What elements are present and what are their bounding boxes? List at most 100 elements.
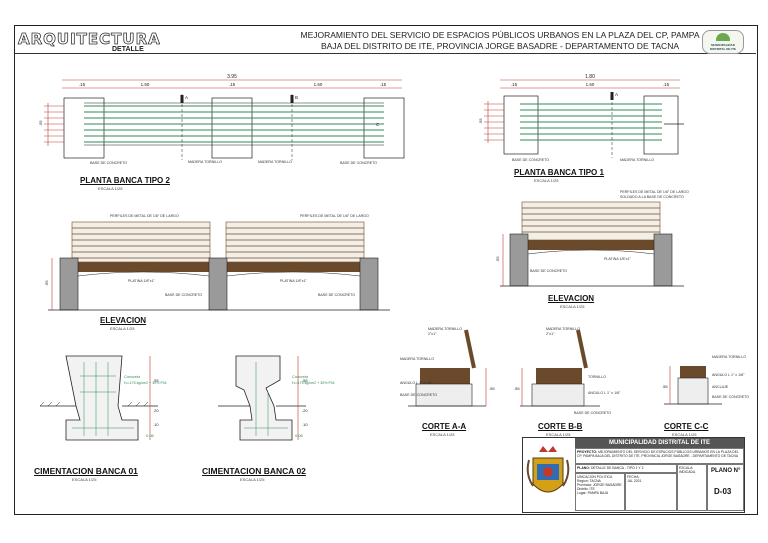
cim-01-concreto: Concreto [124, 374, 141, 379]
dim-seg-1-2: .15 [663, 82, 670, 87]
corte-cc-anclaje: ANCLAJE [712, 385, 729, 389]
section-subtitle: DETALLE [112, 46, 144, 53]
title-corte-bb: CORTE B-B [538, 422, 583, 431]
tb-escala: ESCALA: INDICADA [677, 464, 707, 511]
title-planta-tipo-1: PLANTA BANCA TIPO 1 [514, 168, 604, 177]
tb-escala-label: ESCALA: [679, 466, 694, 470]
tb-ubic-provincia: Provincia: JORGE BASADRE [577, 483, 622, 487]
cim-01-dim-b: .20 [153, 408, 159, 413]
section-a1-tick [610, 92, 614, 100]
project-headline: MEJORAMIENTO DEL SERVICIO DE ESPACIOS PÚ… [290, 30, 710, 52]
cim-01-dim-c: .10 [153, 422, 159, 427]
dim-seg-2-2: .15 [229, 82, 236, 87]
title-block: MUNICIPALIDAD DISTRITAL DE ITE PROYECTO:… [522, 437, 745, 513]
tb-plano-label: PLANO: [577, 466, 590, 470]
slats-planta-1 [520, 103, 662, 141]
scale-cimentacion-02: ESCALA 1/25 [240, 477, 265, 482]
tb-fecha-value: JUL 2021 [627, 479, 642, 483]
scale-cimentacion-01: ESCALA 1/25 [72, 477, 97, 482]
tb-proyecto-label: PROYECTO: [577, 450, 598, 454]
scale-planta-tipo-1: ESCALA 1/25 [534, 178, 559, 183]
corte-bb-base: BASE DE CONCRETO [574, 411, 611, 415]
leg-left-2 [59, 257, 79, 311]
brand-title: ARQUITECTURA [18, 30, 161, 49]
side-dims-1 [484, 101, 504, 143]
label-madera-2a: MADERA TORNILLO [188, 160, 222, 164]
tb-ubic-region: Region: TACNA [577, 479, 601, 483]
label-perfil-2b: PERFILES DE METAL DE 1/8" DE LARGO [300, 214, 369, 218]
marker-a-top: A [185, 95, 188, 100]
leg-left-1 [509, 233, 529, 287]
dim-height-elev-2: .55 [44, 280, 49, 286]
backrest-right [225, 221, 365, 263]
corte-cc-madera: MADERA TORNILLO [712, 355, 746, 359]
corte-bb-madera: MADERA TORNILLO [546, 327, 580, 331]
title-corte-cc: CORTE C-C [664, 422, 709, 431]
corte-cc: .55 MADERA TORNILLO ANGULO L 1" x 1/8" A… [662, 355, 749, 405]
corte-aa: .55 MADERA TORNILLO 2"x1" MADERA TORNILL… [400, 327, 495, 407]
corte-aa-madera2: MADERA TORNILLO [400, 357, 434, 361]
support-right [363, 97, 405, 159]
cim-01-hatch [39, 401, 149, 407]
corte-bb-back [576, 329, 588, 369]
scale-corte-cc: ESCALA 1/25 [672, 432, 697, 437]
dim-seg-2-1: 1.50 [141, 82, 150, 87]
arch-left-2 [77, 271, 210, 277]
corte-aa-back [464, 329, 476, 369]
tb-municipality: MUNICIPALIDAD DISTRITAL DE ITE [575, 438, 744, 448]
dim-height-planta-1: .55 [478, 118, 483, 124]
corte-cc-base [677, 377, 709, 405]
arch-1 [527, 249, 655, 255]
corte-bb-tornillo: TORNILLO [588, 375, 606, 379]
tb-fecha-label: FECHA: [627, 475, 640, 479]
planta-tipo-2: 3.95 .15 1.50 .15 1.50 .15 A B C [38, 74, 405, 165]
corte-cc-base: BASE DE CONCRETO [712, 395, 749, 399]
corte-aa-base: BASE DE CONCRETO [400, 393, 437, 397]
label-base-1: BASE DE CONCRETO [512, 158, 549, 162]
tb-plano: PLANO: DETALLE DE BANCA - TIPO 1 Y 2 [575, 464, 677, 473]
section-a-tick [180, 95, 184, 103]
cim-01-dim-a: .55 [153, 378, 159, 383]
corte-cc-h: .55 [662, 384, 668, 389]
corte-bb-h: .55 [514, 386, 520, 391]
dim-seg-2-3: 1.50 [314, 82, 323, 87]
corte-cc-angulo: ANGULO L 1" x 1/8" [712, 373, 745, 377]
dim-height-planta-2: .55 [38, 120, 43, 126]
label-madera-2b: MADERA TORNILLO [258, 160, 292, 164]
leg-right-1 [653, 233, 673, 287]
seat-board-1 [516, 240, 666, 250]
dim-seg-1-1: 1.50 [586, 82, 595, 87]
section-b-tick [290, 95, 294, 103]
elevacion-tipo-1: .55 PERFILES DE METAL DE 1/8" DE LARGO S… [495, 190, 689, 287]
scale-corte-aa: ESCALA 1/25 [430, 432, 455, 437]
coat-of-arms-icon [526, 446, 570, 493]
corte-aa-madera-size: 2"x1" [428, 332, 437, 336]
title-corte-aa: CORTE A-A [422, 422, 467, 431]
corte-bb: .55 MADERA TORNILLO 2"x1" TORNILLO ANGUL… [514, 327, 621, 415]
label-platina-2a: PLATINA 1/8"x1" [128, 279, 156, 283]
scale-planta-tipo-2: ESCALA 1/25 [98, 186, 123, 191]
dim-seg-2-4: .15 [380, 82, 387, 87]
dim-seg-1-0: .15 [511, 82, 518, 87]
cim-02-concreto: Concreto [292, 374, 309, 379]
cim-02-rebar [244, 362, 288, 436]
dim-height-elev-1: .55 [495, 256, 500, 262]
corte-bb-madera-size: 2"x1" [546, 332, 555, 336]
logo-text: MUNICIPALIDAD DISTRITAL DE ITE [710, 43, 736, 51]
corte-bb-seat [536, 368, 582, 384]
corte-bb-base [531, 383, 585, 407]
corte-cc-seat [680, 366, 706, 378]
marker-c: C [376, 122, 380, 127]
cim-01-spec: f'c=175 kg/cm2 + 30% P.M. [124, 381, 167, 385]
project-line-1: MEJORAMIENTO DEL SERVICIO DE ESPACIOS PÚ… [300, 30, 700, 40]
title-cimentacion-02: CIMENTACION BANCA 02 [202, 466, 306, 476]
tb-ubic-title: UBICACION POLITICA [577, 475, 613, 479]
support-1-right [643, 95, 679, 155]
support-left [63, 97, 105, 159]
label-perfil-1b: SOLDADO A LA BASE DE CONCRETO [620, 195, 684, 199]
title-elevacion-1: ELEVACION [548, 294, 595, 303]
backrest-1-slats [522, 207, 660, 233]
header-rule [14, 53, 756, 54]
label-perfil-2a: PERFILES DE METAL DE 1/8" DE LARGO [110, 214, 179, 218]
